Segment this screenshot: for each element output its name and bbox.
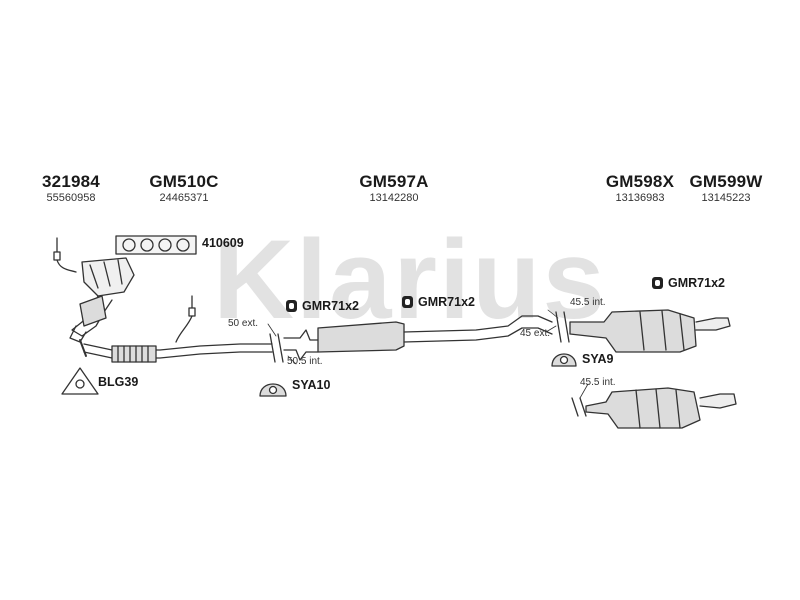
- dimension-45-5-int-a: 45.5 int.: [570, 297, 606, 308]
- rubber-mount-2-icon: [402, 296, 413, 308]
- clamp-label-2: SYA9: [582, 352, 614, 366]
- oem-number-55560958: 55560958: [46, 192, 96, 204]
- flange-gasket-icon: [61, 367, 99, 395]
- oem-number-13136983: 13136983: [615, 192, 665, 204]
- centre-silencer-icon: [283, 315, 553, 361]
- oem-number-13142280: 13142280: [369, 192, 419, 204]
- dimension-45-ext: 45 ext.: [520, 328, 551, 339]
- front-pipe-icon: [79, 339, 273, 363]
- lambda-sensor-icon: [53, 237, 77, 273]
- clamp-label-1: SYA10: [292, 378, 331, 392]
- oem-number-24465371: 24465371: [159, 192, 209, 204]
- manifold-gasket-icon: [115, 235, 197, 255]
- part-number-gm597a: GM597A: [359, 172, 429, 191]
- rear-silencer-2-icon: [571, 387, 737, 429]
- gasket-label: 410609: [202, 236, 244, 250]
- lambda-sensor-2-icon: [175, 295, 196, 343]
- dimension-50-ext: 50 ext.: [228, 318, 259, 329]
- dimension-50-5-int: 50.5 int.: [287, 356, 323, 367]
- mount-label-1: GMR71x2: [302, 299, 359, 313]
- part-number-321984: 321984: [42, 172, 100, 191]
- rubber-mount-1-icon: [286, 300, 297, 312]
- part-number-gm599w: GM599W: [689, 172, 763, 191]
- mount-label-3: GMR71x2: [668, 276, 725, 290]
- mount-label-2: GMR71x2: [418, 295, 475, 309]
- part-number-gm598x: GM598X: [605, 172, 675, 191]
- watermark-text: Klarius: [213, 217, 607, 342]
- clamp-1-icon: [259, 383, 287, 397]
- rubber-mount-3-icon: [652, 277, 663, 289]
- dimension-45-5-int-b: 45.5 int.: [580, 377, 616, 388]
- rear-silencer-1-icon: [569, 309, 731, 353]
- exhaust-manifold-icon: [69, 257, 135, 343]
- joint-marker-1-icon: [269, 333, 284, 363]
- clamp-2-icon: [551, 353, 577, 367]
- part-number-gm510c: GM510C: [149, 172, 219, 191]
- flange-gasket-label: BLG39: [98, 375, 139, 389]
- oem-number-13145223: 13145223: [701, 192, 751, 204]
